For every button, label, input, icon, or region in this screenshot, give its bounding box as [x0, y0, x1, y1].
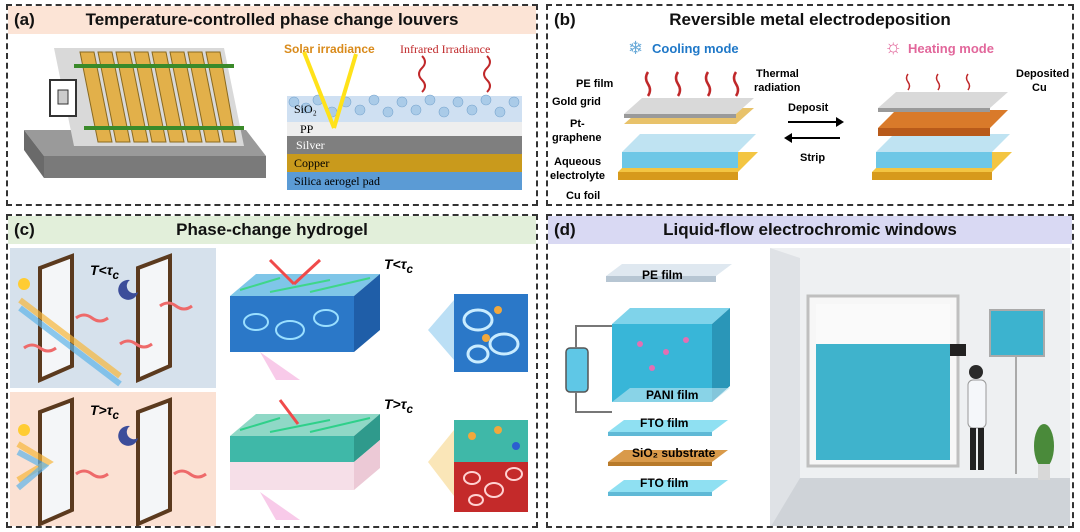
panel-c-header: Phase-change hydrogel	[8, 216, 536, 244]
deposit-label: Deposit	[788, 102, 829, 114]
fto-film-label-1: FTO film	[640, 416, 689, 430]
deposit-strip-arrows	[784, 117, 844, 143]
panel-c-hot-label: T>τc	[90, 402, 119, 422]
heating-stack-illustration	[872, 73, 1012, 180]
panel-c-cold-label-2: T<τc	[384, 256, 413, 276]
panel-d-title: Liquid-flow electrochromic windows	[663, 220, 957, 239]
aqueous-label-1: Aqueous	[554, 156, 602, 168]
deposited-cu-label-2: Cu	[1032, 82, 1047, 94]
panel-c-title: Phase-change hydrogel	[176, 220, 368, 239]
hydrogel-hot-illustration	[230, 399, 380, 520]
panel-d-label: (d)	[554, 220, 576, 239]
smart-window-room-illustration	[770, 248, 1070, 526]
pe-film-label: PE film	[576, 78, 614, 90]
panel-c-cold-label: T<τc	[90, 262, 119, 282]
thermal-label-1: Thermal	[756, 68, 799, 80]
hydrogel-hot-zoom	[428, 420, 528, 512]
panel-b-header: Reversible metal electrodeposition	[548, 6, 1072, 34]
layer-pp: PP	[300, 122, 314, 136]
panel-b-title: Reversible metal electrodeposition	[669, 10, 951, 29]
gold-grid-label: Gold grid	[552, 96, 601, 108]
solar-irradiance-label: Solar irradiance	[284, 42, 375, 56]
layer-stack-illustration	[287, 51, 522, 190]
panel-d: Liquid-flow electrochromic windows (d) P…	[546, 214, 1074, 528]
snowflake-icon: ❄	[628, 38, 644, 58]
layer-sio2: SiO₂	[294, 102, 317, 116]
window-frames	[16, 253, 207, 526]
panel-c-hot-label-2: T>τc	[384, 396, 413, 416]
pt-graphene-label-1: Pt-	[570, 118, 585, 130]
infrared-irradiance-label: Infrared Irradiance	[400, 42, 491, 56]
sio2-substrate-label: SiO₂ substrate	[632, 446, 716, 460]
cu-foil-label: Cu foil	[566, 190, 601, 202]
cooling-mode-label: Cooling mode	[652, 41, 739, 56]
panel-b-label: (b)	[554, 10, 576, 29]
panel-a-header: Temperature-controlled phase change louv…	[8, 6, 536, 34]
louver-device-illustration	[24, 48, 266, 178]
layer-silver: Silver	[296, 138, 325, 152]
cooling-stack-illustration	[618, 71, 758, 180]
hydrogel-cold-illustration	[230, 258, 380, 380]
thermal-label-2: radiation	[754, 82, 801, 94]
panel-a-title: Temperature-controlled phase change louv…	[85, 10, 459, 29]
electrochromic-stack-illustration	[565, 264, 732, 496]
deposited-cu-label-1: Deposited	[1016, 68, 1070, 80]
aqueous-label-2: electrolyte	[550, 170, 606, 182]
heating-mode-label: Heating mode	[908, 41, 994, 56]
layer-silica-aerogel: Silica aerogel pad	[294, 174, 380, 188]
strip-label: Strip	[800, 152, 826, 164]
panel-d-header: Liquid-flow electrochromic windows	[548, 216, 1072, 244]
pt-graphene-label-2: graphene	[552, 132, 602, 144]
panel-b: Reversible metal electrodeposition (b) ❄…	[546, 4, 1074, 206]
panel-a-label: (a)	[14, 10, 35, 29]
pe-film-label-d: PE film	[642, 268, 683, 282]
hydrogel-cold-zoom	[428, 294, 528, 372]
panel-a: Temperature-controlled phase change louv…	[6, 4, 538, 206]
panel-c-label: (c)	[14, 220, 35, 239]
pani-film-label: PANI film	[646, 388, 699, 402]
layer-copper: Copper	[294, 156, 330, 170]
panel-c: Phase-change hydrogel (c) T<τc T>τc	[6, 214, 538, 528]
fto-film-label-2: FTO film	[640, 476, 689, 490]
sun-icon: ☼	[884, 36, 903, 58]
